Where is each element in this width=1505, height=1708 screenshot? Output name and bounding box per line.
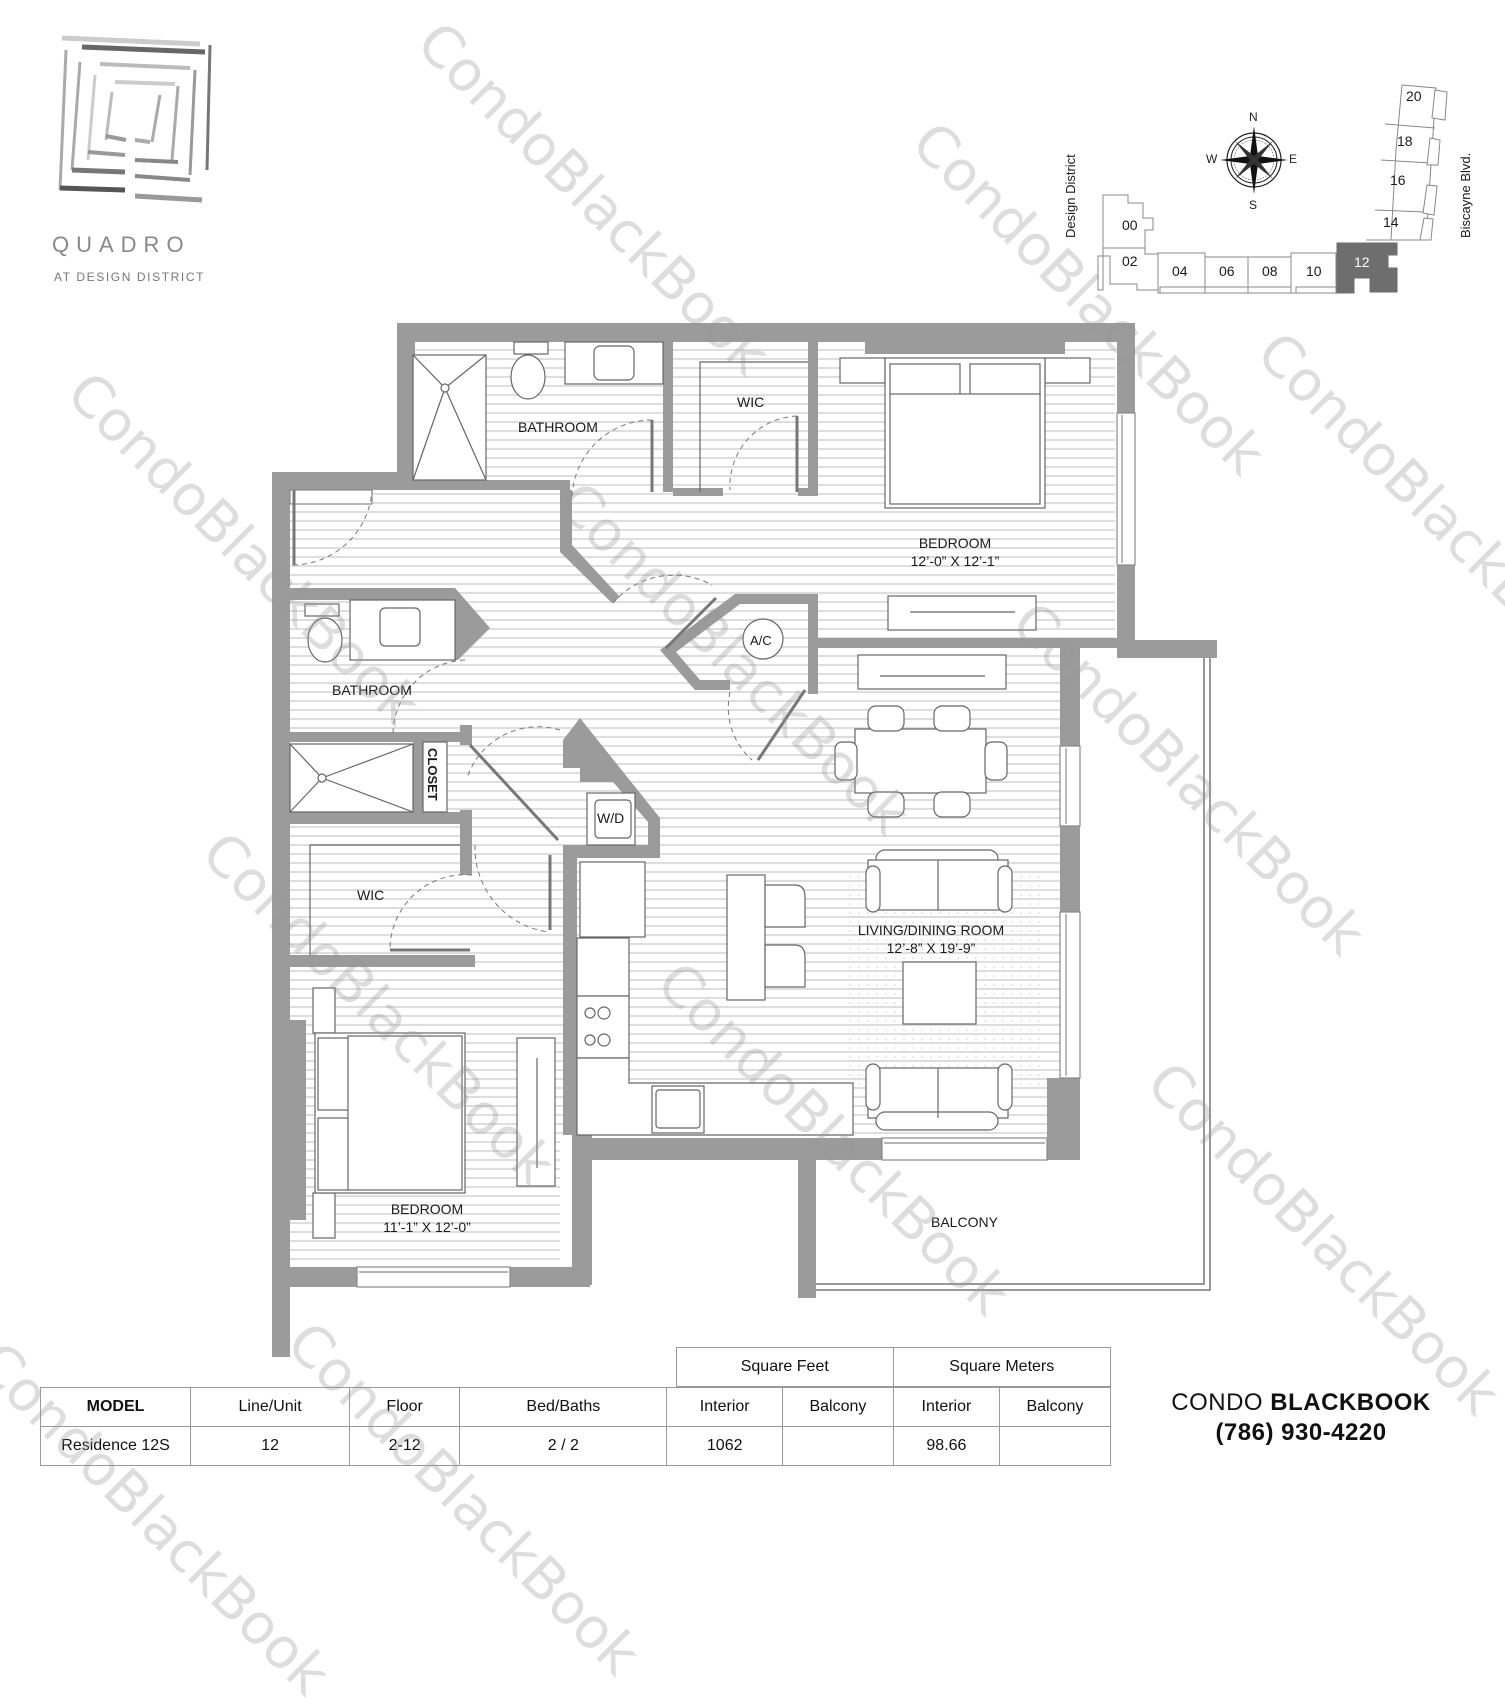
room-label-closet: CLOSET xyxy=(425,748,440,801)
room-label-living-dining: LIVING/DINING ROOM 12’-8” X 19’-9” xyxy=(846,921,1016,957)
keyplan-unit-20: 20 xyxy=(1406,88,1422,104)
room-label-bathroom-2: BATHROOM xyxy=(332,682,412,698)
col-bed-baths: Bed/Baths xyxy=(459,1387,668,1427)
bedroom-1-name: BEDROOM xyxy=(918,535,992,551)
living-dining-name: LIVING/DINING ROOM xyxy=(857,922,1005,938)
cell-sqm-interior: 98.66 xyxy=(892,1426,1000,1466)
room-label-washer-dryer: W/D xyxy=(597,810,625,826)
keyplan-unit-00: 00 xyxy=(1122,217,1138,233)
cell-sqft-interior: 1062 xyxy=(666,1426,783,1466)
col-sqm-interior: Interior xyxy=(892,1387,1000,1427)
door-leaves xyxy=(292,416,807,952)
bedroom-2-name: BEDROOM xyxy=(390,1201,464,1217)
compass-rose-icon xyxy=(1220,126,1288,194)
brand-name-bold: BLACKBOOK xyxy=(1270,1389,1431,1416)
cell-model: Residence 12S xyxy=(39,1426,192,1466)
street-label-biscayne: Biscayne Blvd. xyxy=(1458,152,1473,238)
brand-logo-title: QUADRO xyxy=(52,232,191,257)
keyplan-unit-04: 04 xyxy=(1172,263,1188,279)
keyplan-unit-02: 02 xyxy=(1122,253,1138,269)
highlighted-unit-shape xyxy=(1336,242,1398,294)
spec-header-row: MODEL Line/Unit Floor Bed/Baths Interior… xyxy=(39,1387,1112,1427)
col-line-unit: Line/Unit xyxy=(190,1387,351,1427)
keyplan-unit-18: 18 xyxy=(1397,133,1413,149)
cell-line-unit: 12 xyxy=(190,1426,351,1466)
compass-south: S xyxy=(1249,198,1258,212)
quadro-logo-mark xyxy=(58,35,212,203)
windows xyxy=(289,412,1136,1288)
brand-name-light: CONDO xyxy=(1171,1389,1264,1416)
col-sqm-balcony: Balcony xyxy=(998,1387,1112,1427)
table-row: Residence 12S 12 2-12 2 / 2 1062 98.66 xyxy=(39,1426,1112,1466)
room-label-wic-1: WIC xyxy=(737,394,765,410)
fixtures xyxy=(289,341,1091,1239)
walls xyxy=(272,323,1217,1357)
col-sqft-interior: Interior xyxy=(666,1387,783,1427)
col-sqft-balcony: Balcony xyxy=(781,1387,894,1427)
compass-west: W xyxy=(1206,152,1218,166)
spec-table: MODEL Line/Unit Floor Bed/Baths Interior… xyxy=(39,1387,1112,1466)
header-square-feet: Square Feet xyxy=(676,1347,894,1387)
keyplan-unit-06: 06 xyxy=(1219,263,1235,279)
balcony-outline xyxy=(816,658,1211,1291)
room-label-bathroom-1: BATHROOM xyxy=(518,419,598,435)
room-label-balcony: BALCONY xyxy=(931,1214,998,1230)
header-square-meters: Square Meters xyxy=(892,1347,1112,1387)
cell-bed-baths: 2 / 2 xyxy=(459,1426,668,1466)
brand-phone: (786) 930-4220 xyxy=(1215,1419,1387,1446)
col-floor: Floor xyxy=(349,1387,461,1427)
room-label-bedroom-1: BEDROOM 12’-0” X 12’-1” xyxy=(900,534,1010,570)
cell-sqft-balcony xyxy=(781,1426,894,1466)
compass-east: E xyxy=(1289,152,1298,166)
brand-logo-subtitle: AT DESIGN DISTRICT xyxy=(54,270,206,284)
room-label-wic-2: WIC xyxy=(357,887,385,903)
cell-floor: 2-12 xyxy=(349,1426,461,1466)
bedroom-2-dimensions: 11’-1” X 12’-0” xyxy=(383,1219,471,1235)
room-label-bedroom-2: BEDROOM 11’-1” X 12’-0” xyxy=(372,1200,482,1236)
living-dining-dimensions: 12’-8” X 19’-9” xyxy=(886,940,976,956)
keyplan-unit-16: 16 xyxy=(1390,172,1406,188)
spec-table-area-header: Square Feet Square Meters xyxy=(676,1347,1112,1387)
col-model: MODEL xyxy=(39,1387,192,1427)
compass-north: N xyxy=(1249,110,1258,124)
keyplan-unit-14: 14 xyxy=(1383,214,1399,230)
keyplan-unit-12-highlighted: 12 xyxy=(1354,254,1370,270)
key-plan xyxy=(1097,84,1448,294)
bedroom-1-dimensions: 12’-0” X 12’-1” xyxy=(910,553,1000,569)
cell-sqm-balcony xyxy=(998,1426,1112,1466)
keyplan-unit-08: 08 xyxy=(1262,263,1278,279)
street-label-design-district: Design District xyxy=(1063,154,1078,238)
floor-plan xyxy=(58,35,1448,1357)
condo-blackbook-brand: CONDO BLACKBOOK (786) 930-4220 xyxy=(1136,1388,1466,1448)
keyplan-unit-10: 10 xyxy=(1306,263,1322,279)
door-swings xyxy=(292,415,798,951)
room-label-ac: A/C xyxy=(750,633,772,648)
